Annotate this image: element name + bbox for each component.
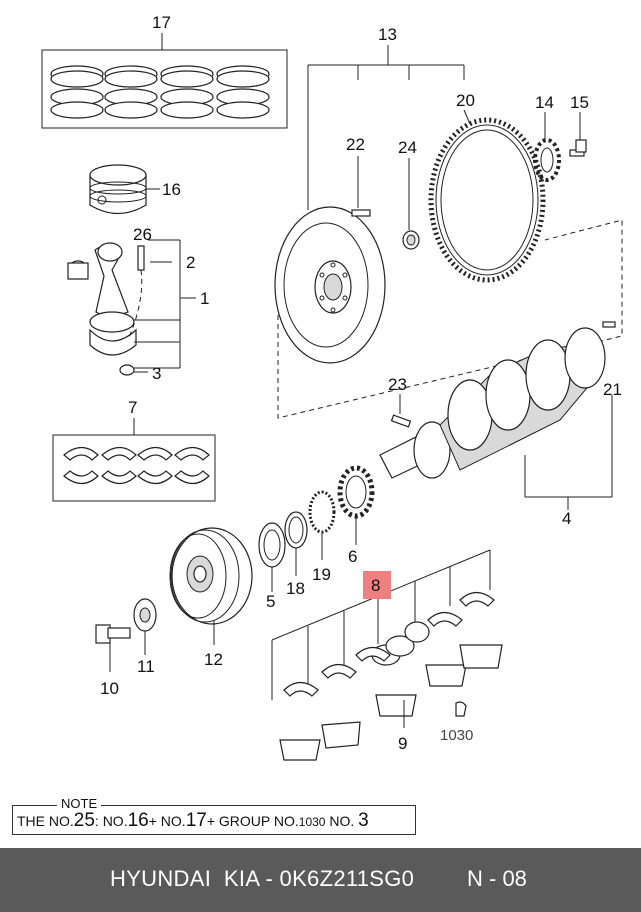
callout-16: 16 <box>162 180 181 199</box>
note-group-no: 1030 <box>298 815 326 829</box>
note-plus-group: + GROUP NO. <box>206 813 299 829</box>
crankshaft-pulley <box>169 527 253 645</box>
note-the-no-value: 25 <box>73 810 95 831</box>
note-title: NOTE <box>57 796 102 812</box>
callout-15: 15 <box>570 93 589 112</box>
callout-8: 8 <box>371 576 380 595</box>
piston <box>89 164 160 215</box>
callout-13: 13 <box>378 25 397 44</box>
callout-10: 10 <box>100 679 119 698</box>
callout-2: 2 <box>186 253 195 272</box>
note-no-3: 3 <box>358 810 369 831</box>
callout-1030: 1030 <box>440 727 473 744</box>
woodruff-key <box>390 394 412 428</box>
footer-page-code: N - 08 <box>467 866 527 891</box>
piston-rings-set <box>41 33 288 129</box>
callout-14: 14 <box>535 93 554 112</box>
callout-1: 1 <box>200 289 209 308</box>
note-plus-no: + NO. <box>148 813 186 829</box>
callout-18: 18 <box>286 579 305 598</box>
callout-22: 22 <box>346 135 365 154</box>
callout-23: 23 <box>388 375 407 394</box>
callout-3: 3 <box>152 364 161 383</box>
pulley-washer <box>133 598 157 655</box>
callout-7: 7 <box>128 398 137 417</box>
parts-diagram: 17 16 26 2 1 3 <box>41 13 623 761</box>
callout-6: 6 <box>348 547 357 566</box>
footer-bar: HYUNDAI KIA - 0K6Z211SG0 N - 08 <box>0 848 641 912</box>
flywheel-bolt <box>569 112 587 157</box>
note-body: THE NO.25: NO.16+ NO.17+ GROUP NO.1030 N… <box>17 811 369 832</box>
callout-24: 24 <box>398 138 417 157</box>
note-colon-no: : NO. <box>94 813 128 829</box>
footer-part-number: HYUNDAI KIA - 0K6Z211SG0 <box>110 866 415 891</box>
note-the-no-prefix: THE NO. <box>17 813 74 829</box>
connecting-rod <box>67 239 196 376</box>
callout-5: 5 <box>266 592 275 611</box>
note-box: NOTE THE NO.25: NO.16+ NO.17+ GROUP NO.1… <box>12 796 416 835</box>
callout-12: 12 <box>204 650 223 669</box>
callout-4: 4 <box>562 509 571 528</box>
pilot-bearing <box>402 158 420 250</box>
conrod-bearings-set <box>52 418 216 502</box>
crank-washer <box>284 511 308 576</box>
callout-8-highlight <box>363 571 391 599</box>
crankshaft <box>379 321 616 510</box>
dowel-pin <box>351 156 371 217</box>
callout-19: 19 <box>312 565 331 584</box>
callout-17: 17 <box>152 13 171 32</box>
timing-plate <box>308 490 336 560</box>
note-no-suffix: NO. <box>325 813 355 829</box>
callout-26: 26 <box>133 225 152 244</box>
callout-21: 21 <box>603 380 622 399</box>
callout-11: 11 <box>137 657 155 676</box>
pulley-bolt <box>95 624 131 672</box>
front-oil-seal-plate <box>258 522 286 592</box>
callout-20: 20 <box>456 91 475 110</box>
bolt-plate <box>533 112 561 182</box>
crankshaft-sprocket <box>337 465 375 545</box>
note-no-16: 16 <box>127 810 149 831</box>
note-no-17: 17 <box>185 810 207 831</box>
flywheel <box>274 45 465 364</box>
ring-gear <box>428 109 546 283</box>
callout-9: 9 <box>398 734 407 753</box>
